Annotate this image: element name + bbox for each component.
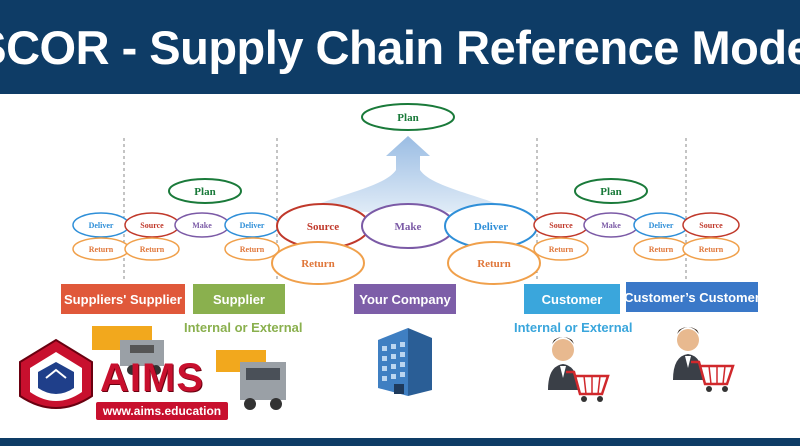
right-return-a-ellipse <box>533 237 589 261</box>
right-source-b-ellipse <box>682 212 740 238</box>
internal-external-right-label: Internal or External <box>514 320 633 335</box>
right-plan-ellipse <box>574 178 648 204</box>
center-return-b-label: Return <box>477 258 511 270</box>
left-plan-label: Plan <box>194 186 215 198</box>
left-make-label: Make <box>192 221 212 230</box>
center-return-a-label: Return <box>301 258 335 270</box>
supplier-box: Supplier <box>193 284 285 314</box>
title-banner: SCOR - Supply Chain Reference Model <box>0 0 800 94</box>
center-source-label: Source <box>307 221 339 233</box>
truck-icon <box>92 326 164 375</box>
center-return-b-ellipse <box>447 241 541 285</box>
right-plan-label: Plan <box>600 186 621 198</box>
left-deliver-a-label: Deliver <box>89 221 114 230</box>
right-return-c-ellipse <box>682 237 740 261</box>
internal-external-left-label: Internal or External <box>184 320 303 335</box>
right-return-a-label: Return <box>549 245 574 254</box>
right-make-label: Make <box>601 221 621 230</box>
your-company-label: Your Company <box>359 291 451 307</box>
suppliers-supplier-label: Suppliers' Supplier <box>64 291 182 307</box>
aims-logo-text: AIMS <box>100 356 204 400</box>
truck-icon <box>216 350 286 410</box>
bottom-bar <box>0 438 800 446</box>
left-return-b-ellipse <box>124 237 180 261</box>
right-return-c-label: Return <box>699 245 724 254</box>
left-return-b-label: Return <box>140 245 165 254</box>
your-company-box: Your Company <box>354 284 456 314</box>
supplier-label: Supplier <box>212 291 265 307</box>
customers-customer-label: Customer’s Customer <box>624 289 760 305</box>
page-title: SCOR - Supply Chain Reference Model <box>0 20 800 74</box>
right-deliver-label: Deliver <box>649 221 674 230</box>
customer-cart-icon <box>548 337 610 402</box>
customer-label: Customer <box>541 291 603 307</box>
customers-customer-box: Customer’s Customer <box>624 282 760 312</box>
aims-url-badge: www.aims.education <box>96 402 228 420</box>
aims-emblem-icon <box>19 338 93 409</box>
center-make-label: Make <box>395 221 422 233</box>
customer-cart-icon <box>673 327 735 392</box>
suppliers-supplier-box: Suppliers' Supplier <box>61 284 185 314</box>
office-building-icon <box>378 328 432 396</box>
right-return-b-label: Return <box>649 245 674 254</box>
left-return-c-label: Return <box>240 245 265 254</box>
left-return-c-ellipse <box>224 237 280 261</box>
center-return-a-ellipse <box>271 241 365 285</box>
top-plan-ellipse <box>361 103 455 131</box>
left-plan-ellipse <box>168 178 242 204</box>
aims-url-text: www.aims.education <box>102 404 222 418</box>
left-source-a-label: Source <box>140 221 164 230</box>
left-deliver-b-label: Deliver <box>240 221 265 230</box>
customer-box: Customer <box>524 284 620 314</box>
right-source-a-label: Source <box>549 221 573 230</box>
left-return-a-label: Return <box>89 245 114 254</box>
plan-arrow <box>300 136 516 212</box>
top-plan-label: Plan <box>397 112 418 124</box>
right-source-b-label: Source <box>699 221 723 230</box>
center-deliver-label: Deliver <box>474 221 508 233</box>
